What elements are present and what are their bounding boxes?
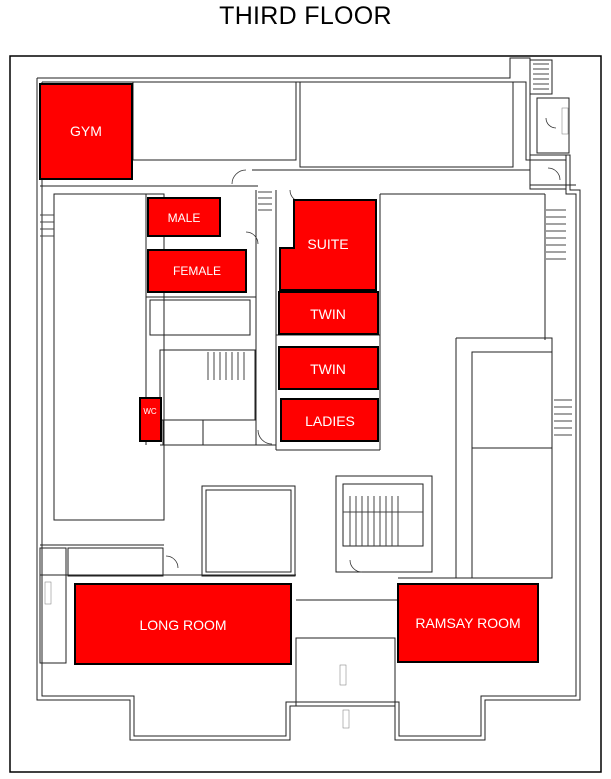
svg-text:MALE: MALE [168,211,201,225]
svg-text:TWIN: TWIN [310,361,346,377]
walls [36,57,581,741]
room-male[interactable]: MALE [147,197,221,237]
svg-text:TWIN: TWIN [310,306,346,322]
svg-text:GYM: GYM [70,123,102,139]
svg-text:LADIES: LADIES [305,413,355,429]
room-ramsay-room[interactable]: RAMSAY ROOM [397,583,539,663]
room-long-room[interactable]: LONG ROOM [74,583,292,665]
room-twin-lower[interactable]: TWIN [278,346,379,390]
floor-title: THIRD FLOOR [219,2,392,30]
doors [165,117,561,573]
room-twin-upper[interactable]: TWIN [278,291,379,335]
svg-text:LONG ROOM: LONG ROOM [139,617,226,633]
room-female[interactable]: FEMALE [147,249,247,293]
room-gym[interactable]: GYM [39,83,133,180]
svg-text:FEMALE: FEMALE [173,264,221,278]
minor-labels [44,107,569,729]
svg-text:SUITE: SUITE [307,236,348,252]
plan-frame [9,55,602,773]
room-suite[interactable]: SUITE [279,199,377,291]
room-ladies[interactable]: LADIES [280,398,379,442]
rooms: GYM MALE FEMALE SUITE TWIN TWIN LADIES [39,83,539,665]
svg-text:RAMSAY ROOM: RAMSAY ROOM [415,615,520,631]
room-wc[interactable]: WC [139,397,162,442]
svg-text:WC: WC [143,407,157,416]
